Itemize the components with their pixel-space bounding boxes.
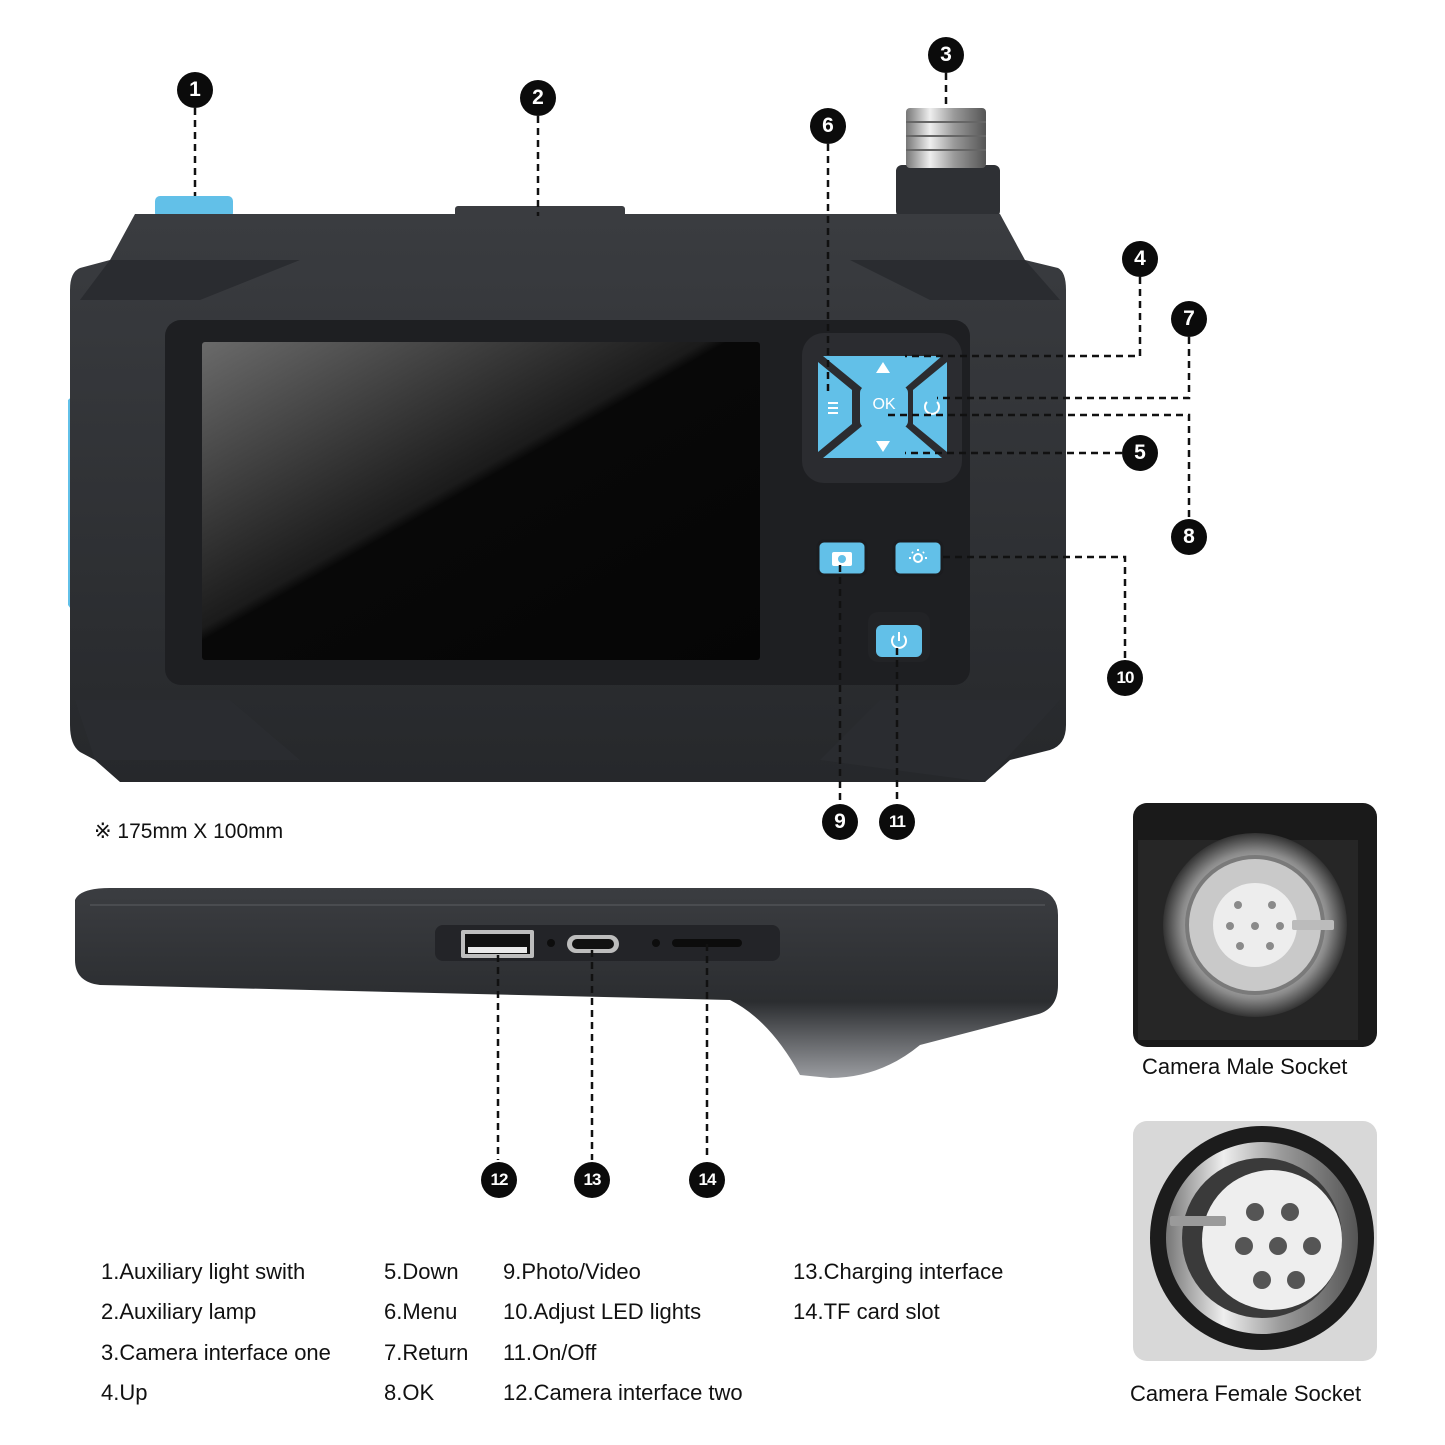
legend-item: 4.Up <box>101 1380 148 1405</box>
menu-icon <box>828 402 838 414</box>
marker-8: 8 <box>1171 519 1207 555</box>
tf-card-slot[interactable] <box>672 939 742 947</box>
legend-item: 11.On/Off <box>503 1340 597 1365</box>
marker-11: 11 <box>879 804 915 840</box>
dimensions-note: ※ 175mm X 100mm <box>94 820 284 843</box>
legend-item: 1.Auxiliary light swith <box>101 1259 306 1284</box>
charging-interface[interactable] <box>567 935 619 953</box>
legend-item: 7.Return <box>384 1340 469 1365</box>
ok-label: OK <box>872 396 896 413</box>
legend-item: 6.Menu <box>384 1299 458 1324</box>
led-light-icon <box>909 549 927 563</box>
female-socket-photo <box>1133 1121 1377 1361</box>
led-adjust-button[interactable] <box>892 539 944 577</box>
marker-5: 5 <box>1122 435 1158 471</box>
legend-item: 2.Auxiliary lamp <box>101 1299 257 1324</box>
marker-14: 14 <box>689 1162 725 1198</box>
ok-button[interactable] <box>860 386 908 428</box>
legend-item: 13.Charging interface <box>793 1259 1004 1284</box>
marker-1: 1 <box>177 72 213 108</box>
device-side-view <box>75 888 1058 1078</box>
return-button[interactable] <box>913 362 947 452</box>
legend-item: 14.TF card slot <box>793 1299 940 1324</box>
leader-lines <box>193 73 1191 1160</box>
legend-item: 10.Adjust LED lights <box>503 1299 702 1324</box>
camera-icon <box>832 552 852 566</box>
corner-facet <box>75 700 300 760</box>
marker-12: 12 <box>481 1162 517 1198</box>
up-arrow-icon <box>876 362 890 373</box>
marker-3: 3 <box>928 37 964 73</box>
legend-item: 3.Camera interface one <box>101 1340 331 1365</box>
camera-interface-one[interactable] <box>896 108 1000 217</box>
marker-13: 13 <box>574 1162 610 1198</box>
marker-4: 4 <box>1122 241 1158 277</box>
corner-facet <box>820 700 1060 782</box>
corner-facet <box>850 260 1060 300</box>
marker-2: 2 <box>520 80 556 116</box>
male-socket-caption: Camera Male Socket <box>1142 1054 1348 1079</box>
legend-item: 5.Down <box>384 1259 459 1284</box>
indicator-led <box>652 939 660 947</box>
female-socket-caption: Camera Female Socket <box>1130 1381 1362 1406</box>
legend-item: 12.Camera interface two <box>503 1380 743 1405</box>
legend-item: 9.Photo/Video <box>503 1259 641 1284</box>
marker-9: 9 <box>822 804 858 840</box>
indicator-led <box>547 939 555 947</box>
male-socket-photo <box>1133 803 1377 1047</box>
dpad <box>818 356 947 458</box>
return-icon <box>924 401 940 415</box>
legend-item: 8.OK <box>384 1380 435 1405</box>
power-icon <box>891 632 907 649</box>
marker-6: 6 <box>810 108 846 144</box>
camera-interface-two[interactable] <box>461 930 534 958</box>
screen <box>202 342 760 660</box>
aux-light-switch[interactable] <box>155 196 233 218</box>
marker-7: 7 <box>1171 301 1207 337</box>
down-arrow-icon <box>876 441 890 452</box>
corner-facet <box>80 260 300 300</box>
marker-10: 10 <box>1107 660 1143 696</box>
